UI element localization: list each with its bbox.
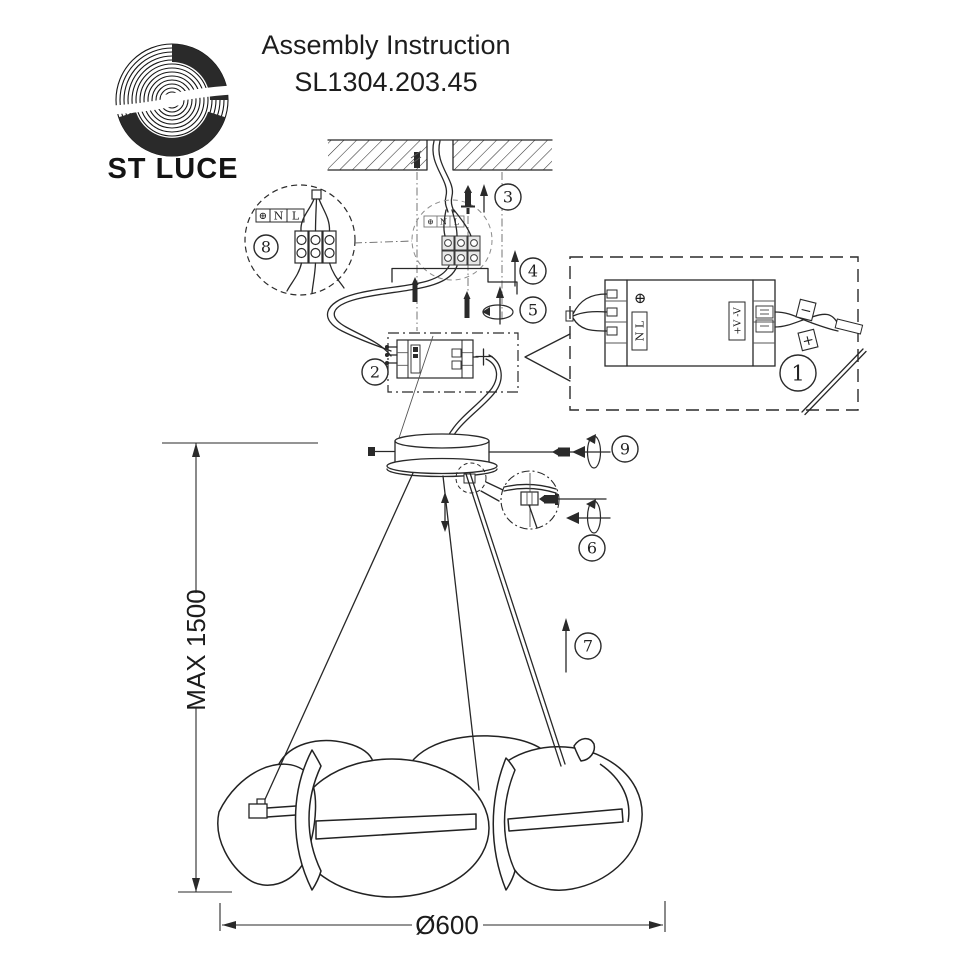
wiring-detail-circle: ⊕ N L 8 — [244, 184, 413, 296]
step-9-assembly — [488, 434, 611, 469]
svg-text:5: 5 — [528, 301, 538, 320]
step-1-marker: 1 — [779, 354, 817, 392]
mains-cable — [432, 140, 455, 213]
dimension-diameter-label: Ø600 — [415, 910, 479, 940]
svg-text:+: + — [801, 332, 816, 350]
ceiling — [327, 139, 553, 171]
detail-live-label: L — [292, 210, 300, 223]
svg-text:7: 7 — [583, 637, 593, 656]
dimension-height: MAX 1500 — [162, 442, 318, 893]
bracket-screw-right — [463, 291, 471, 318]
canopy-screw-left — [368, 447, 395, 456]
svg-text:−: − — [798, 302, 813, 320]
ceiling-anchor — [410, 150, 422, 168]
step-3-arrow — [480, 184, 488, 213]
svg-text:1: 1 — [791, 362, 804, 386]
step-6-rotation — [566, 499, 611, 534]
lamp-body — [217, 472, 643, 898]
step-3-marker: 3 — [494, 183, 522, 211]
mounting-bracket — [391, 267, 518, 295]
suspension-cables — [261, 472, 566, 807]
driver-earth-symbol: ⊕ — [634, 289, 647, 307]
step-2-marker: 2 — [361, 358, 389, 386]
detail-neutral-label: N — [274, 210, 284, 223]
driver-box — [384, 332, 519, 439]
model-number: SL1304.203.45 — [294, 67, 478, 97]
stluce-logo — [111, 43, 233, 157]
mains-cable-corner — [801, 348, 867, 416]
page-title: Assembly Instruction — [261, 30, 511, 60]
svg-text:4: 4 — [528, 262, 538, 281]
terminal-to-driver-wire — [326, 265, 458, 357]
svg-text:9: 9 — [620, 440, 630, 459]
anchor-bolt-icon — [461, 185, 475, 214]
step-8-marker: 8 — [253, 234, 279, 260]
minus-tag: − — [795, 298, 817, 322]
step-7-marker: 7 — [574, 632, 602, 660]
bracket-screw-left — [411, 277, 419, 302]
svg-text:3: 3 — [503, 188, 513, 207]
step-9-marker: 9 — [611, 435, 639, 463]
led-bar-right — [507, 808, 624, 832]
step-6-marker: 6 — [578, 534, 606, 562]
detail-earth-label: ⊕ — [259, 211, 267, 222]
svg-text:6: 6 — [587, 539, 597, 558]
svg-text:8: 8 — [261, 238, 271, 257]
terminal-live-mark: L — [454, 218, 460, 227]
brand-name: ST LUCE — [107, 153, 239, 185]
terminal-earth-mark: ⊕ — [427, 218, 434, 227]
plus-tag: + — [797, 328, 819, 352]
step-7-arrow — [562, 618, 570, 673]
canopy — [368, 433, 498, 478]
terminal-block: ⊕ N L — [411, 199, 493, 281]
driver-detail-box: ⊕ N L +V -V — [524, 256, 867, 416]
terminal-neutral-mark: N — [440, 218, 447, 227]
svg-text:2: 2 — [370, 363, 380, 382]
step-5-marker: 5 — [519, 296, 547, 324]
step-4-marker: 4 — [519, 257, 547, 285]
step-4-arrow — [511, 250, 519, 287]
step-5-rotation — [482, 286, 514, 325]
cable-gripper-detail — [455, 462, 607, 530]
driver-output-label: +V -V — [733, 307, 744, 334]
driver-input-label: N L — [634, 320, 647, 341]
cable-clamp — [248, 798, 297, 819]
dimension-diameter: Ø600 — [219, 901, 666, 940]
dimension-height-label: MAX 1500 — [181, 589, 211, 710]
led-bar-center — [315, 813, 477, 840]
